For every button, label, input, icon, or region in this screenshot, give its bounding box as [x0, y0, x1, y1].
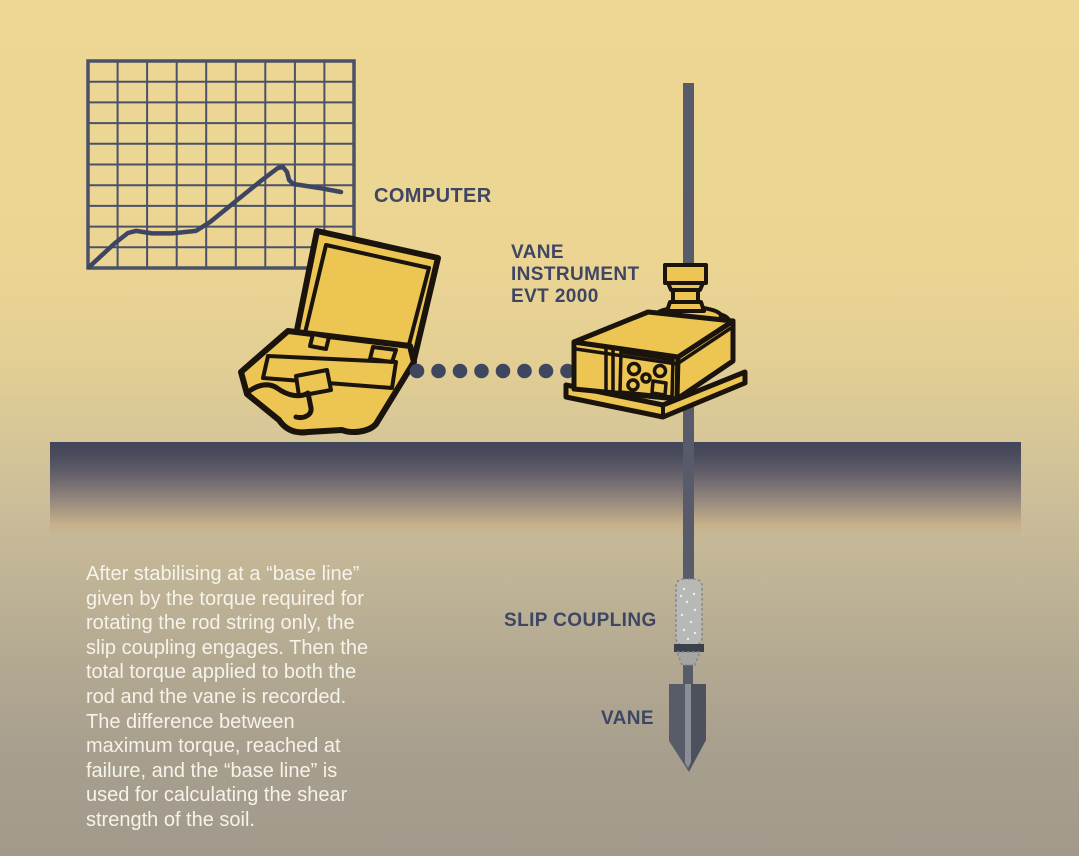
vane-label: VANE [601, 708, 654, 729]
connection-dot [495, 363, 511, 379]
coupling-body [675, 578, 703, 646]
knob [640, 372, 652, 384]
rod-string [683, 83, 694, 687]
rod-lower [683, 655, 693, 687]
vane-instrument-icon [563, 263, 748, 420]
laptop-touchpad [294, 368, 333, 398]
instrument-top-face [571, 309, 736, 360]
vane-blade-shade [689, 684, 706, 770]
coupling-dark-band [674, 644, 704, 652]
connection-dot [517, 363, 532, 379]
graph-border [86, 59, 356, 270]
ground-soil-band [50, 442, 1021, 538]
laptop-front-lip [244, 382, 314, 420]
connection-dot [474, 363, 489, 379]
connection-dot [538, 363, 554, 379]
knob [626, 361, 642, 377]
panel-button [650, 379, 668, 397]
instrument-lid-rim [575, 326, 732, 366]
laptop-icon [238, 228, 441, 436]
coupling-speckles [679, 587, 697, 641]
connection-dot [409, 363, 425, 379]
rod-mid [683, 400, 694, 582]
graph-grid [88, 61, 354, 268]
vane-instrument-label: VANE INSTRUMENT EVT 2000 [511, 242, 640, 307]
computer-label: COMPUTER [374, 185, 492, 207]
slip-coupling-icon [674, 578, 704, 666]
panel-knobs [626, 361, 668, 397]
knob [652, 363, 668, 379]
panel-divider-lines [604, 346, 615, 393]
rod-upper [683, 83, 694, 270]
connection-dot [560, 363, 575, 379]
knob [626, 378, 640, 392]
control-panel [618, 350, 675, 399]
connection-dot [431, 363, 446, 379]
dotted-connection [409, 363, 575, 379]
pedestal-collar [663, 263, 708, 285]
graph-curve [86, 164, 344, 270]
description-text: After stabilising at a “base line” given… [86, 563, 369, 831]
laptop-hinge-left [308, 332, 331, 351]
coupling-taper [675, 651, 702, 666]
torque-graph-figure [86, 59, 356, 270]
vane-center-ridge [685, 684, 691, 768]
vane-icon [669, 684, 706, 772]
slip-coupling-label: SLIP COUPLING [504, 610, 657, 631]
connection-dot [452, 363, 468, 379]
laptop-keyboard [261, 354, 398, 390]
